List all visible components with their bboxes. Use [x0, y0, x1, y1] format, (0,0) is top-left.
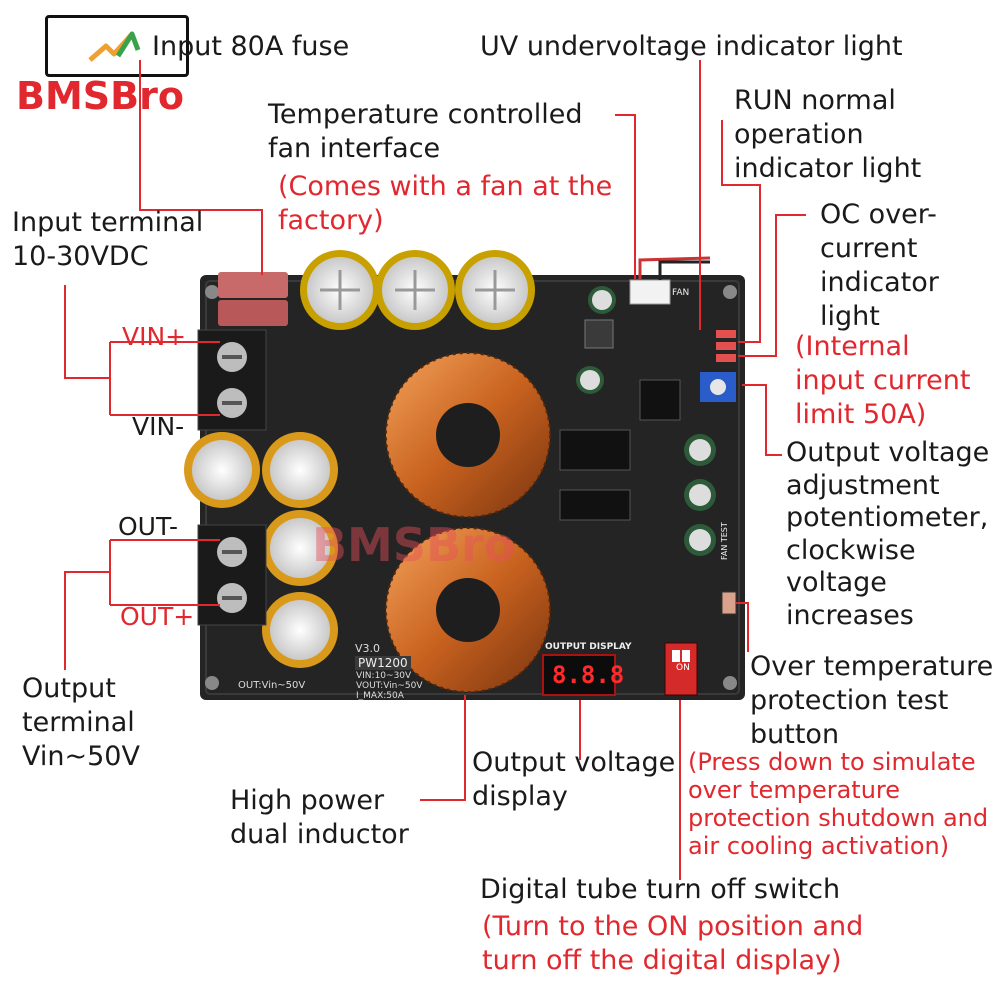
label-over-temp-note: (Press down to simulate over temperature…	[688, 748, 989, 860]
oc-led	[716, 354, 736, 362]
silk-spec-imax: I_MAX:50A	[356, 691, 404, 701]
label-digital-switch-note: (Turn to the ON position and turn off th…	[482, 911, 864, 976]
left-capacitors	[184, 432, 338, 668]
dip-switch	[664, 642, 698, 696]
silk-model: PW1200	[355, 656, 411, 670]
label-input-terminal: Input terminal 10-30VDC	[12, 207, 204, 272]
seven-seg-digits: 8.8.8	[552, 661, 625, 689]
silk-on: ON	[676, 663, 690, 673]
label-output-terminal: Output terminal Vin~50V	[22, 673, 140, 772]
label-output-display: Output voltage display	[472, 747, 676, 812]
brand-logo-text: BMSBro	[16, 74, 184, 118]
label-fuse: Input 80A fuse	[152, 31, 350, 62]
label-over-temp-button: Over temperature protection test button	[750, 651, 994, 750]
silk-output-display: OUTPUT DISPLAY	[545, 642, 632, 652]
seven-segment-display	[542, 654, 616, 696]
silk-spec-vin: VIN:10~30V	[356, 671, 412, 681]
silk-spec-vout: VOUT:Vin~50V	[356, 681, 423, 691]
label-uv-light: UV undervoltage indicator light	[480, 31, 903, 62]
label-inductor: High power dual inductor	[230, 785, 409, 850]
label-fan-note: (Comes with a fan at the factory)	[278, 171, 613, 236]
label-run-light: RUN normal operation indicator light	[734, 85, 922, 184]
label-vin-plus: VIN+	[122, 322, 187, 351]
fuse-component	[218, 272, 288, 326]
watermark: BMSBro	[312, 518, 516, 572]
label-vin-minus: VIN-	[132, 412, 185, 441]
output-terminal-block	[197, 524, 267, 626]
silk-fan-test: FAN TEST	[720, 522, 729, 560]
lower-inductor	[385, 527, 551, 693]
label-fan-interface: Temperature controlled fan interface	[268, 99, 583, 164]
label-digital-switch: Digital tube turn off switch	[480, 874, 841, 905]
fan-connector	[629, 279, 671, 305]
brand-spark-icon	[88, 31, 141, 62]
leader-lines	[64, 60, 806, 880]
label-potentiometer: Output voltage adjustment potentiometer,…	[786, 437, 990, 631]
run-led	[716, 342, 736, 350]
label-oc-light: OC over- current indicator light	[820, 199, 939, 332]
top-capacitors	[300, 250, 535, 330]
fan-test-button	[721, 591, 737, 615]
label-out-plus: OUT+	[120, 602, 195, 631]
uv-led	[716, 330, 736, 338]
logo-frame	[45, 15, 189, 77]
input-terminal-block	[197, 329, 267, 431]
silk-out: OUT:Vin~50V	[238, 680, 306, 691]
right-small-capacitors	[576, 286, 716, 556]
upper-inductor	[385, 352, 551, 518]
silk-version: V3.0	[355, 642, 381, 655]
label-oc-note: (Internal input current limit 50A)	[795, 331, 971, 430]
label-out-minus: OUT-	[118, 512, 178, 541]
silk-fan: FAN	[672, 288, 690, 298]
